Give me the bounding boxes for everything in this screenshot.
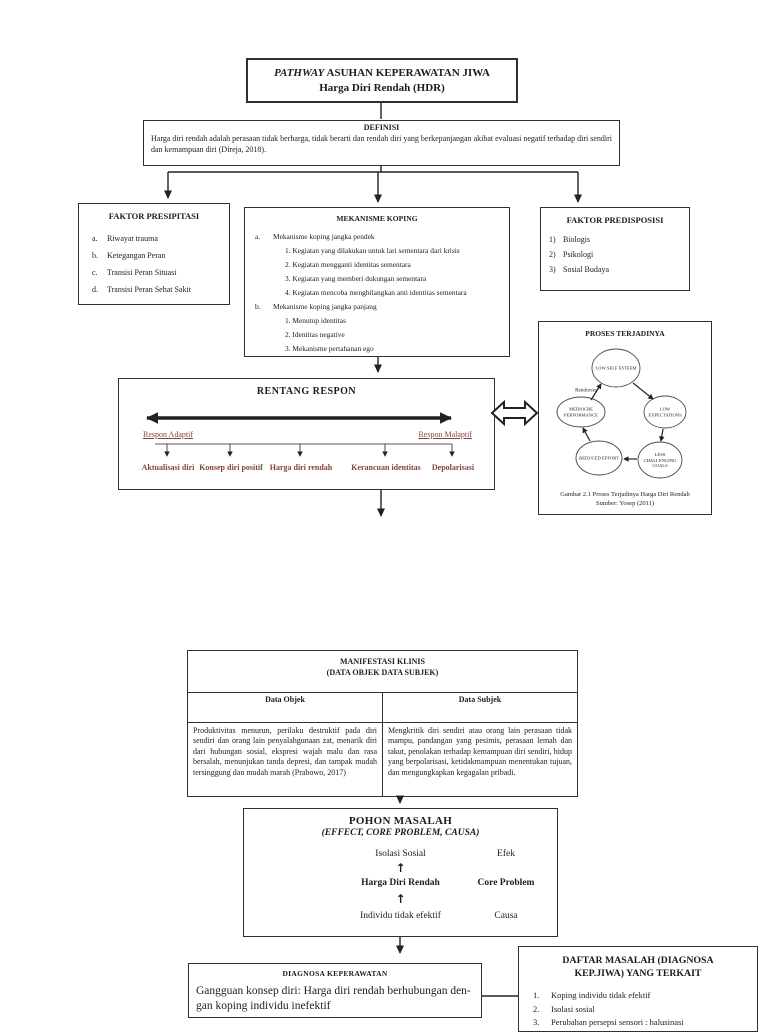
respon-item: Depolarisasi: [431, 463, 475, 472]
list-item: b.Ketegangan Peran: [92, 251, 166, 260]
list-item: 1.Koping individu tidak efektif: [533, 990, 651, 1000]
list-item: 2)Psikologi: [549, 250, 594, 259]
list-item: 3. Kegiatan yang memberi dukungan sement…: [285, 274, 427, 283]
definisi-heading: DEFINISI: [363, 123, 400, 132]
list-item: 1. Menutup identitas: [285, 316, 346, 325]
list-item: b.Mekanisme koping jangka panjang: [255, 302, 377, 311]
mekanisme-koping-content: a.Mekanisme koping jangka pendek 1. Kegi…: [245, 230, 509, 356]
pohon-masalah-box: POHON MASALAH (EFFECT, CORE PROBLEM, CAU…: [243, 808, 558, 937]
list-item: a.Mekanisme koping jangka pendek: [255, 232, 375, 241]
diagnosa-body: Gangguan konsep diri: Harga diri rendah …: [196, 985, 471, 1012]
faktor-presipitasi-box: FAKTOR PRESIPITASI a.Riwayat trauma b.Ke…: [78, 203, 230, 305]
definisi-body: Harga diri rendah adalah perasaan tidak …: [151, 134, 612, 154]
list-item: 4. Kegiatan mencoba menghilangkan anti i…: [285, 288, 467, 297]
list-item: 2. Identitas negative: [285, 330, 345, 339]
block-double-arrow-icon: [490, 399, 539, 427]
up-arrow-icon: ↑: [395, 892, 406, 906]
list-item: a.Riwayat trauma: [92, 234, 158, 243]
list-item: 3)Sosial Budaya: [549, 265, 609, 274]
respon-item: Aktualisasi diri: [141, 463, 195, 472]
faktor-predisposisi-box: FAKTOR PREDISPOSISI 1)Biologis 2)Psikolo…: [540, 207, 690, 291]
list-item: 2. Kegiatan mengganti identitas sementar…: [285, 260, 411, 269]
mekanisme-koping-box: MEKANISME KOPING a.Mekanisme koping jang…: [244, 207, 510, 357]
list-item: 3.Perubahan persepsi sensori : halusinas…: [533, 1017, 684, 1027]
cell-data-objek: Produktivitas menurun, perilaku destrukt…: [188, 722, 383, 796]
cell-data-subjek: Mengkritik diri sendiri atau orang lain …: [388, 725, 572, 777]
proses-terjadinya-heading: PROSES TERJADINYA: [585, 329, 665, 338]
pohon-row-efek: Isolasi Sosial Efek: [375, 849, 515, 859]
daftar-masalah-box: DAFTAR MASALAH (DIAGNOSA KEP.JIWA) YANG …: [518, 946, 758, 1032]
respon-item: Harga diri rendah: [269, 463, 333, 472]
faktor-presipitasi-list: a.Riwayat trauma b.Ketegangan Peran c.Tr…: [79, 230, 229, 298]
list-item: d.Transisi Peran Sehat Sakit: [92, 285, 191, 294]
rentang-respon-heading: RENTANG RESPON: [256, 386, 357, 397]
pohon-masalah-subtitle: (EFFECT, CORE PROBLEM, CAUSA): [321, 828, 480, 838]
manifestasi-klinis-box: MANIFESTASI KLINIS (DATA OBJEK DATA SUBJ…: [187, 650, 578, 797]
pathway-title-box: PATHWAY ASUHAN KEPERAWATAN JIWA Harga Di…: [246, 58, 518, 103]
column-header-data-objek: Data Objek: [188, 693, 383, 723]
respon-item: Kerancuan identitas: [351, 463, 421, 472]
respon-malaptif-label: Respon Malaptif: [418, 430, 472, 439]
list-item: 2.Isolasi sosial: [533, 1003, 595, 1014]
list-item: 1)Biologis: [549, 235, 591, 244]
title-italic-word: PATHWAY: [274, 67, 325, 79]
list-item: 3. Mekanisme pertahanan ego: [285, 344, 374, 353]
manifestasi-table: Data Objek Data Subjek Produktivitas men…: [188, 692, 577, 796]
page-title: PATHWAY ASUHAN KEPERAWATAN JIWA: [248, 66, 516, 81]
list-item: c.Transisi Peran Situasi: [92, 268, 177, 277]
mekanisme-koping-heading: MEKANISME KOPING: [336, 214, 418, 223]
pohon-masalah-heading: POHON MASALAH: [348, 815, 453, 827]
daftar-masalah-list: 1.Koping individu tidak efektif 2.Isolas…: [519, 989, 757, 1030]
figure-caption: Gambar 2.1 Proses Terjadinya Harga Diri …: [560, 491, 690, 507]
pohon-row-causa: Individu tidak efektif Causa: [360, 911, 518, 921]
proses-terjadinya-box: PROSES TERJADINYA Gambar 2.1 Proses Terj…: [538, 321, 712, 515]
title-rest: ASUHAN KEPERAWATAN JIWA: [324, 67, 490, 79]
faktor-predisposisi-heading: FAKTOR PREDISPOSISI: [566, 215, 664, 225]
manifestasi-heading: MANIFESTASI KLINIS (DATA OBJEK DATA SUBJ…: [326, 657, 439, 677]
rentang-respon-box: RENTANG RESPON Respon Adaptif Respon Mal…: [118, 378, 495, 490]
definisi-box: DEFINISI Harga diri rendah adalah perasa…: [143, 120, 620, 166]
diagnosa-keperawatan-box: DIAGNOSA KEPERAWATAN Gangguan konsep dir…: [188, 963, 482, 1018]
page-subtitle: Harga Diri Rendah (HDR): [319, 82, 445, 94]
respon-adaptif-label: Respon Adaptif: [143, 430, 193, 439]
faktor-presipitasi-heading: FAKTOR PRESIPITASI: [108, 211, 200, 221]
respon-item: Konsep diri positif: [199, 463, 263, 472]
pohon-row-core-problem: Harga Diri Rendah Core Problem: [361, 878, 535, 888]
faktor-predisposisi-list: 1)Biologis 2)Psikologi 3)Sosial Budaya: [541, 232, 689, 277]
daftar-masalah-heading: DAFTAR MASALAH (DIAGNOSA KEP.JIWA) YANG …: [562, 955, 714, 979]
up-arrow-icon: ↑: [395, 861, 406, 875]
column-header-data-subjek: Data Subjek: [383, 693, 577, 723]
list-item: 1. Kegiatan yang dilakukan untuk lari se…: [285, 246, 460, 255]
diagnosa-heading: DIAGNOSA KEPERAWATAN: [282, 969, 388, 978]
